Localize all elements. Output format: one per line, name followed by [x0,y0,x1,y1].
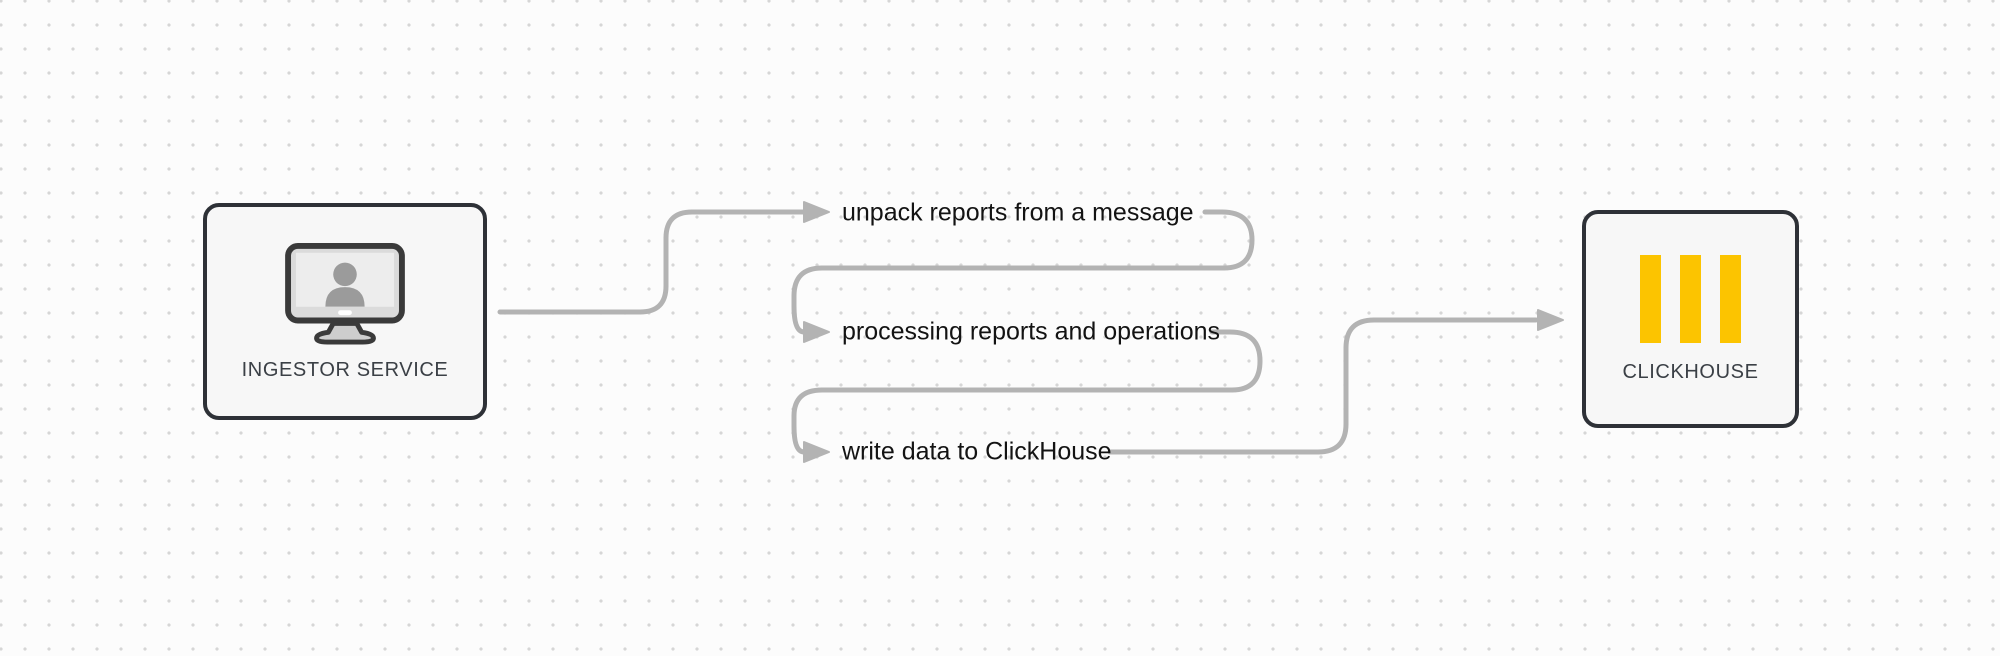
monitor-user-icon [285,242,405,345]
step-label-unpack-reports: unpack reports from a message [842,198,1194,227]
connector-step3-to-clickhouse [1107,317,1539,455]
arrowhead-icon [803,441,830,463]
connector-ingestor-to-step1 [497,209,807,315]
user-silhouette-icon [325,262,365,307]
node-label-ingestor-service: INGESTOR SERVICE [241,359,449,381]
arrowhead-icon [803,201,830,223]
clickhouse-logo-icon [1640,254,1741,343]
node-clickhouse: CLICKHOUSE [1582,210,1799,428]
step-label-processing-reports: processing reports and operations [842,317,1221,346]
arrowhead-icon [803,321,830,343]
arrowhead-icon [1537,309,1564,331]
node-ingestor-service: INGESTOR SERVICE [203,203,487,420]
node-label-clickhouse: CLICKHOUSE [1622,360,1759,383]
connector-step2-to-step3 [791,329,1263,455]
step-label-write-data: write data to ClickHouse [842,437,1112,466]
connector-step1-to-step2 [791,209,1255,335]
